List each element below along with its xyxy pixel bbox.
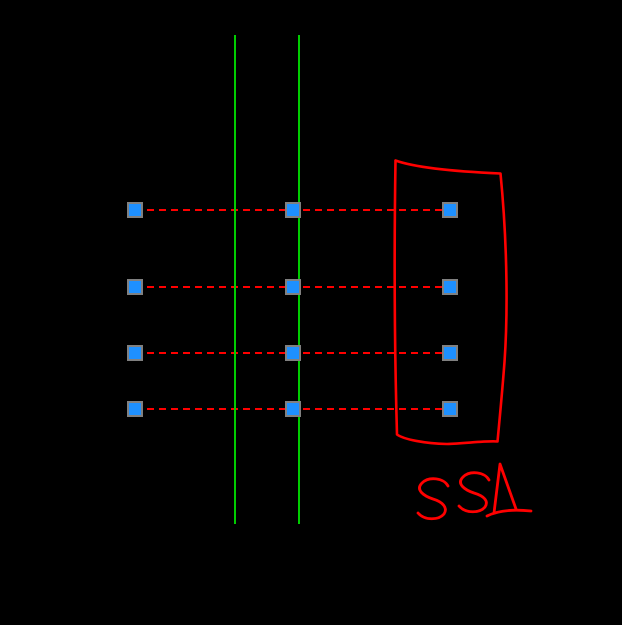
ss1-digit-one-stem-stroke (492, 462, 518, 515)
ss1-letter-s1-stroke (416, 477, 450, 521)
node-marker (285, 401, 301, 417)
node-marker (442, 401, 458, 417)
annotation-outline-rect (393, 159, 508, 446)
ss1-letter-s2-stroke (457, 471, 491, 514)
node-marker (285, 202, 301, 218)
annotation-group (393, 159, 533, 521)
node-marker (442, 279, 458, 295)
node-marker (127, 401, 143, 417)
annotation-label-ss1 (416, 462, 533, 521)
node-marker (127, 345, 143, 361)
node-marker (442, 202, 458, 218)
node-marker (285, 279, 301, 295)
node-marker (442, 345, 458, 361)
dashed-connection-lines (135, 209, 450, 410)
node-marker (285, 345, 301, 361)
node-marker (127, 279, 143, 295)
node-markers (127, 202, 458, 417)
node-marker (127, 202, 143, 218)
ss1-digit-one-base-stroke (485, 508, 533, 518)
